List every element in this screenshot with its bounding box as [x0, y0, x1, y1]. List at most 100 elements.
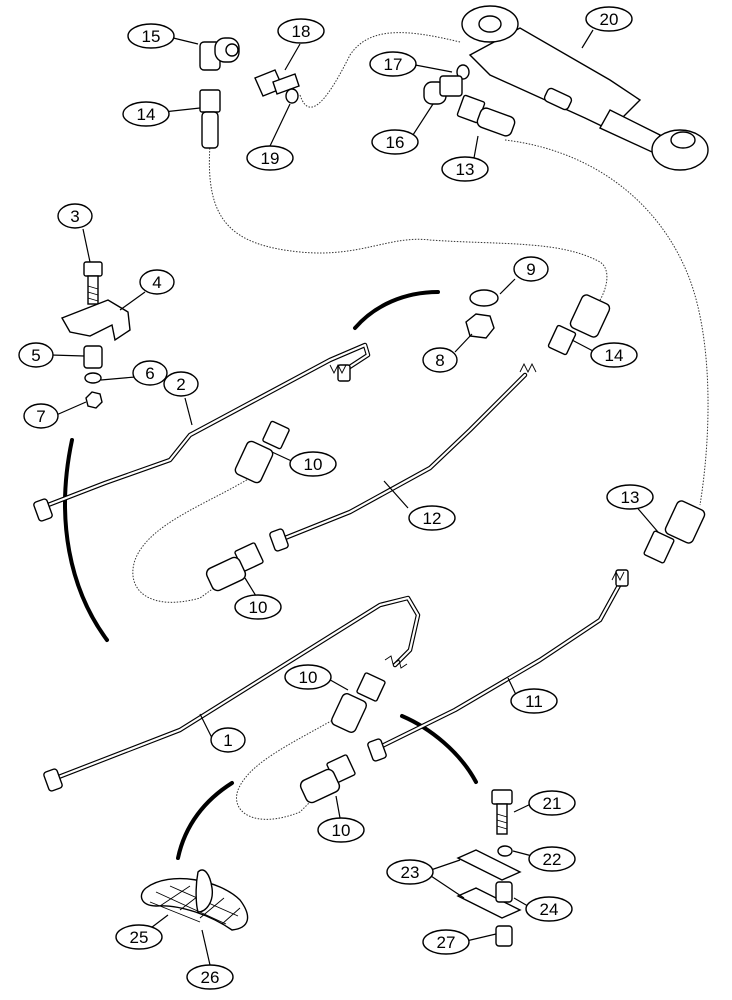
callout-23: 23	[386, 859, 434, 885]
bend-arcs	[63, 290, 478, 860]
nut-7	[85, 391, 103, 409]
callout-10a: 10	[289, 451, 337, 477]
callout-27: 27	[422, 929, 470, 955]
hose-fitting-13	[643, 500, 706, 564]
bend-arc-left	[63, 438, 109, 642]
svg-text:24: 24	[540, 900, 559, 919]
plate-23-lower	[456, 887, 522, 919]
svg-text:19: 19	[261, 149, 280, 168]
tube-12	[282, 372, 528, 541]
svg-text:13: 13	[621, 488, 640, 507]
callout-20: 20	[585, 6, 633, 32]
svg-text:8: 8	[435, 351, 444, 370]
svg-text:2: 2	[176, 375, 185, 394]
svg-text:1: 1	[223, 731, 232, 750]
callout-10b: 10	[234, 594, 282, 620]
callout-17: 17	[369, 51, 417, 77]
callout-25: 25	[115, 924, 163, 950]
svg-text:10: 10	[299, 668, 318, 687]
svg-text:7: 7	[36, 407, 45, 426]
o-ring-19	[285, 88, 299, 104]
callout-3: 3	[57, 203, 93, 229]
svg-text:14: 14	[137, 105, 156, 124]
bolt-21	[491, 789, 513, 835]
washer-22	[497, 845, 513, 857]
bend-arc-lower-right	[400, 714, 478, 784]
svg-text:21: 21	[543, 794, 562, 813]
svg-text:23: 23	[401, 863, 420, 882]
callout-5: 5	[18, 342, 54, 368]
callout-13a: 13	[441, 156, 489, 182]
hydraulic-cylinder	[461, 5, 709, 171]
bend-arc-top	[353, 290, 440, 330]
tube-11	[375, 577, 625, 751]
callout-11: 11	[510, 688, 558, 714]
callout-9: 9	[513, 256, 549, 282]
callout-15: 15	[127, 23, 175, 49]
spacer-27	[495, 925, 513, 947]
svg-text:17: 17	[384, 55, 403, 74]
elbow-fitting-cylinder	[423, 75, 463, 105]
callout-10d: 10	[317, 817, 365, 843]
svg-text:11: 11	[525, 692, 543, 711]
svg-text:22: 22	[543, 850, 562, 869]
callout-24: 24	[525, 896, 573, 922]
svg-text:12: 12	[423, 509, 442, 528]
callout-8: 8	[422, 347, 458, 373]
svg-text:25: 25	[130, 928, 149, 947]
cable-tie-26	[195, 869, 213, 913]
svg-text:9: 9	[526, 260, 535, 279]
callout-14b: 14	[590, 342, 638, 368]
svg-text:5: 5	[31, 346, 40, 365]
tube-1	[53, 595, 421, 781]
hose-fitting-14	[547, 294, 611, 356]
callout-2: 2	[163, 371, 199, 397]
washer-6	[84, 372, 102, 384]
hose-fitting-cylinder	[456, 94, 516, 137]
svg-text:4: 4	[152, 273, 161, 292]
svg-text:6: 6	[145, 364, 154, 383]
tube-end-fittings	[33, 362, 629, 792]
callout-16: 16	[371, 129, 419, 155]
svg-text:10: 10	[332, 821, 351, 840]
tube-2	[45, 342, 371, 508]
callout-4: 4	[139, 269, 175, 295]
washer-9	[469, 289, 499, 307]
svg-text:15: 15	[142, 27, 161, 46]
bolt-3	[83, 261, 103, 305]
spacer-5	[83, 345, 103, 369]
hose-fitting-10d	[299, 754, 356, 804]
hose-fitting-10a	[234, 420, 290, 484]
hose-cylinder-loop	[299, 32, 461, 108]
svg-text:14: 14	[605, 346, 624, 365]
svg-text:3: 3	[70, 207, 79, 226]
callout-1: 1	[210, 727, 246, 753]
hose-fitting-10b	[205, 542, 264, 592]
straight-connector	[254, 69, 300, 97]
clamp-4	[60, 299, 131, 342]
svg-text:18: 18	[292, 22, 311, 41]
bend-arc-lower-left	[176, 781, 234, 860]
svg-text:27: 27	[437, 933, 456, 952]
plate-23-upper	[456, 849, 522, 881]
hose-fitting-upper	[199, 89, 221, 149]
spacer-24	[495, 881, 513, 903]
callout-18: 18	[277, 18, 325, 44]
elbow-fitting	[199, 37, 240, 71]
svg-text:20: 20	[600, 10, 619, 29]
svg-text:10: 10	[304, 455, 323, 474]
nut-8	[465, 313, 495, 339]
svg-text:13: 13	[456, 160, 475, 179]
svg-text:16: 16	[386, 133, 405, 152]
callout-26: 26	[186, 964, 234, 990]
callout-14a: 14	[122, 101, 170, 127]
hose-right-long	[504, 139, 709, 506]
svg-text:10: 10	[249, 598, 268, 617]
callout-13b: 13	[606, 484, 654, 510]
callout-21: 21	[528, 790, 576, 816]
svg-text:26: 26	[201, 968, 220, 987]
hose-mid-left	[132, 469, 263, 603]
callout-6: 6	[132, 360, 168, 386]
hoses	[132, 32, 709, 820]
